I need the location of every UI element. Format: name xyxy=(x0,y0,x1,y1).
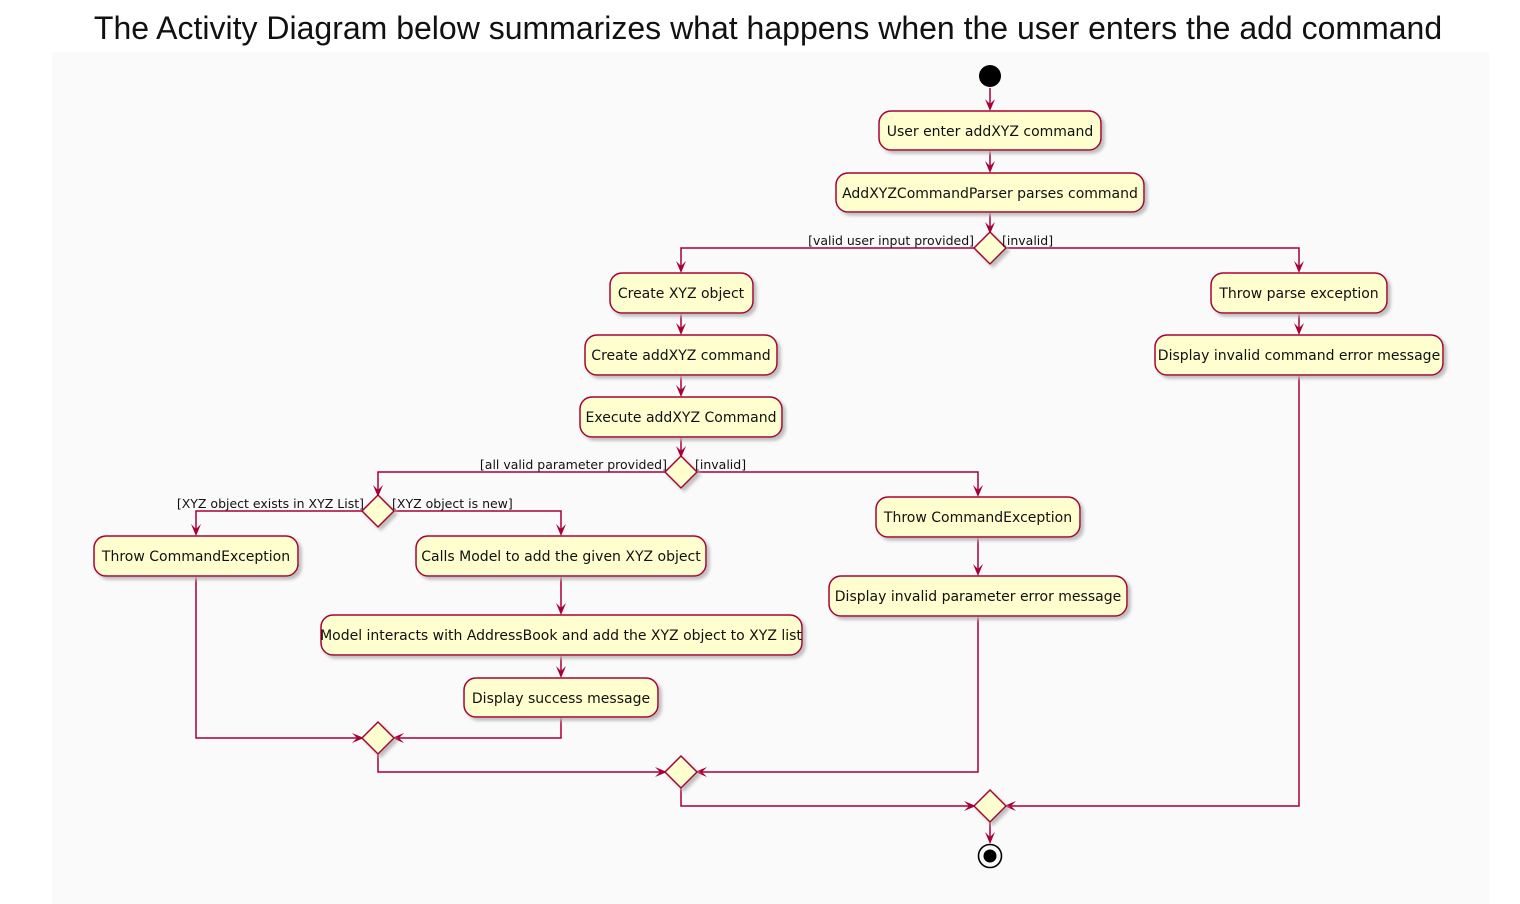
arrowhead xyxy=(973,564,983,576)
action-label: Throw CommandException xyxy=(883,510,1072,526)
arrowhead xyxy=(373,485,383,497)
arrowhead xyxy=(392,733,404,743)
arrowhead xyxy=(655,767,667,777)
arrowhead xyxy=(985,161,995,173)
guard-label: [all valid parameter provided] xyxy=(480,457,667,472)
arrowhead xyxy=(352,733,364,743)
diagram-canvas xyxy=(52,52,1489,904)
merge-diamond xyxy=(663,754,699,790)
arrowhead xyxy=(556,524,566,536)
action-throw-command-exception-left xyxy=(93,535,299,577)
action-labels: User enter addXYZ command AddXYZCommandP… xyxy=(101,124,1440,707)
edge xyxy=(394,717,562,739)
action-create-object xyxy=(609,272,754,314)
guard-label: [XYZ object is new] xyxy=(392,496,513,511)
action-throw-command-exception-right xyxy=(875,496,1081,538)
edge xyxy=(697,616,979,773)
action-display-success xyxy=(463,677,659,718)
arrowhead xyxy=(964,801,976,811)
action-label: Create addXYZ command xyxy=(591,348,770,364)
decision-diamond xyxy=(663,454,699,490)
arrowheads xyxy=(191,99,1304,844)
guard-label: [XYZ object exists in XYZ List] xyxy=(177,496,364,511)
action-display-invalid-parameter xyxy=(828,575,1128,617)
edge xyxy=(377,754,665,773)
arrowhead xyxy=(985,99,995,111)
arrowhead xyxy=(985,832,995,844)
action-label: AddXYZCommandParser parses command xyxy=(842,186,1138,202)
guard-labels: [valid user input provided] [invalid] [a… xyxy=(177,233,1053,511)
arrowhead xyxy=(695,767,707,777)
action-nodes xyxy=(93,110,1444,718)
arrowhead xyxy=(556,666,566,678)
action-label: Execute addXYZ Command xyxy=(586,410,777,426)
arrowhead xyxy=(676,323,686,335)
merge-diamond xyxy=(972,788,1008,824)
arrowhead xyxy=(676,446,686,458)
guard-label: [invalid] xyxy=(695,457,746,472)
action-create-command xyxy=(584,334,778,376)
action-label: User enter addXYZ command xyxy=(887,124,1094,140)
action-label: Display invalid parameter error message xyxy=(835,589,1121,605)
edge xyxy=(394,510,562,534)
edge xyxy=(377,471,665,495)
action-label: Display success message xyxy=(472,691,650,707)
action-label: Throw parse exception xyxy=(1218,286,1378,302)
edge xyxy=(1006,375,1300,807)
arrowhead xyxy=(1294,261,1304,273)
action-label: Create XYZ object xyxy=(618,286,745,302)
arrowhead xyxy=(676,385,686,397)
action-parser-parses xyxy=(835,172,1145,213)
guard-label: [invalid] xyxy=(1002,233,1053,248)
action-user-enter xyxy=(878,110,1102,151)
edge xyxy=(680,247,974,271)
diamonds xyxy=(360,230,1008,824)
action-label: Display invalid command error message xyxy=(1158,348,1440,364)
arrowhead xyxy=(973,485,983,497)
edges xyxy=(195,88,1300,842)
action-model-interacts xyxy=(320,614,803,656)
edge xyxy=(195,510,362,534)
edge xyxy=(1006,247,1300,271)
action-label: Model interacts with AddressBook and add… xyxy=(320,628,802,644)
action-calls-model xyxy=(415,535,707,577)
arrowhead xyxy=(1004,801,1016,811)
edge xyxy=(680,788,974,807)
action-display-invalid-command xyxy=(1154,334,1444,376)
arrowhead xyxy=(1294,323,1304,335)
guard-label: [valid user input provided] xyxy=(808,233,974,248)
edge xyxy=(697,471,979,495)
action-execute-command xyxy=(579,396,783,438)
decision-diamond xyxy=(972,230,1008,266)
action-label: Calls Model to add the given XYZ object xyxy=(421,549,701,565)
action-throw-parse xyxy=(1210,272,1388,314)
page-heading: The Activity Diagram below summarizes wh… xyxy=(93,10,1443,46)
edge xyxy=(195,576,362,739)
action-label: Throw CommandException xyxy=(101,549,290,565)
end-node xyxy=(977,843,1003,869)
arrowhead xyxy=(191,524,201,536)
merge-diamond xyxy=(360,720,396,756)
arrowhead xyxy=(676,261,686,273)
arrowhead xyxy=(985,222,995,234)
arrowhead xyxy=(556,603,566,615)
start-node xyxy=(979,65,1001,87)
decision-diamond xyxy=(360,493,396,529)
